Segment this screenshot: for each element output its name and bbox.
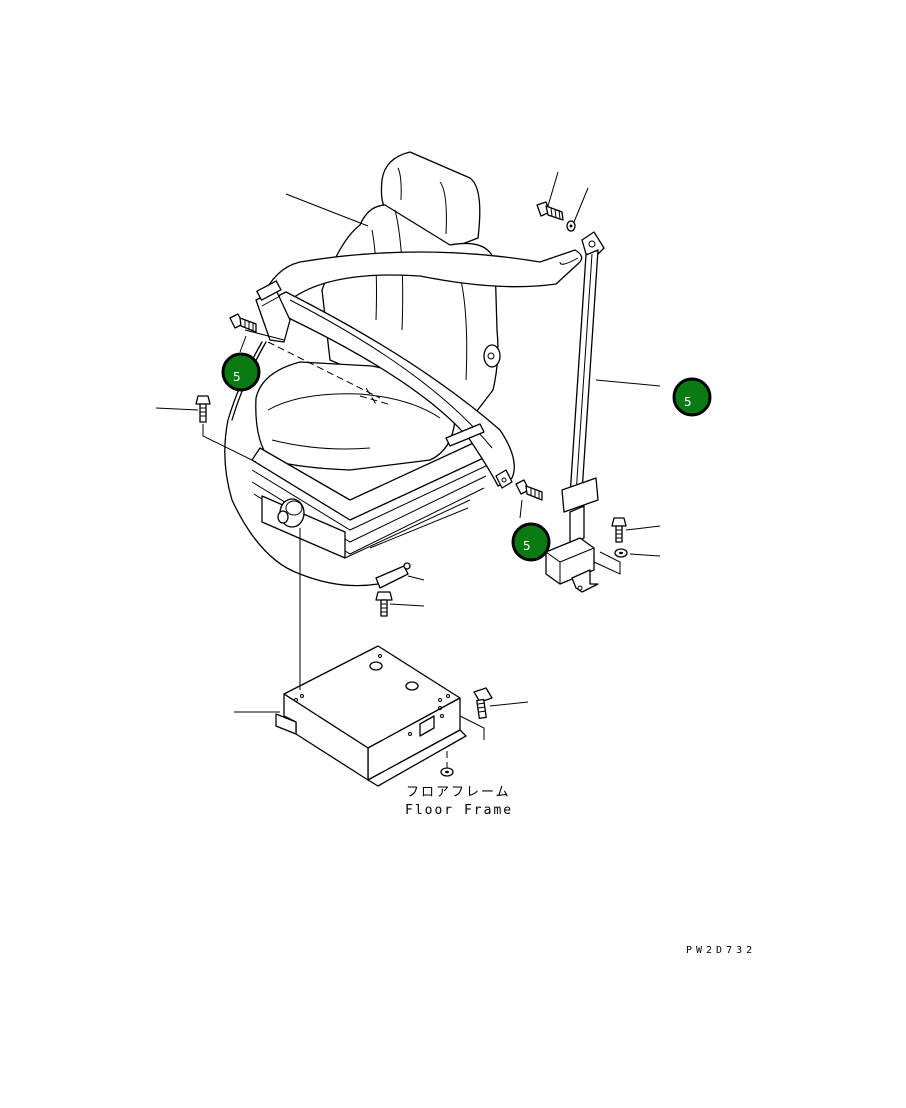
bolt-floor-frame-icon[interactable] — [473, 687, 493, 719]
drawing-code: PW2D732 — [686, 945, 756, 956]
bolt-retractor-icon[interactable] — [611, 517, 627, 543]
bolt-belt-left-icon[interactable] — [229, 313, 257, 333]
callout-bubble[interactable]: 5 — [672, 377, 712, 417]
callout-number: 5 — [233, 370, 241, 384]
callout-bubble[interactable]: 5 — [511, 522, 551, 562]
seat-adjust-knob-icon[interactable] — [277, 498, 305, 528]
leader-lines — [155, 171, 661, 713]
bolt-seat-left-icon[interactable] — [195, 395, 211, 423]
callout-number: 5 — [523, 539, 531, 553]
floor-frame[interactable] — [275, 645, 467, 787]
seat-headrest — [380, 151, 481, 249]
callout-number: 5 — [684, 395, 692, 409]
seat-belt-retractor[interactable] — [545, 231, 605, 593]
washer-retractor-icon[interactable] — [614, 548, 628, 558]
seat-belt-strap[interactable] — [224, 249, 583, 589]
floor-frame-label-jp: フロアフレーム — [406, 785, 511, 800]
bolt-top-icon[interactable] — [536, 201, 564, 221]
washer-floor-icon[interactable] — [440, 767, 454, 777]
callout-bubble[interactable]: 5 — [221, 352, 261, 392]
bolt-belt-lower-icon[interactable] — [515, 479, 543, 501]
bolt-cable-icon[interactable] — [375, 591, 393, 617]
floor-frame-label-en: Floor Frame — [405, 803, 513, 818]
washer-top-icon[interactable] — [566, 220, 576, 232]
